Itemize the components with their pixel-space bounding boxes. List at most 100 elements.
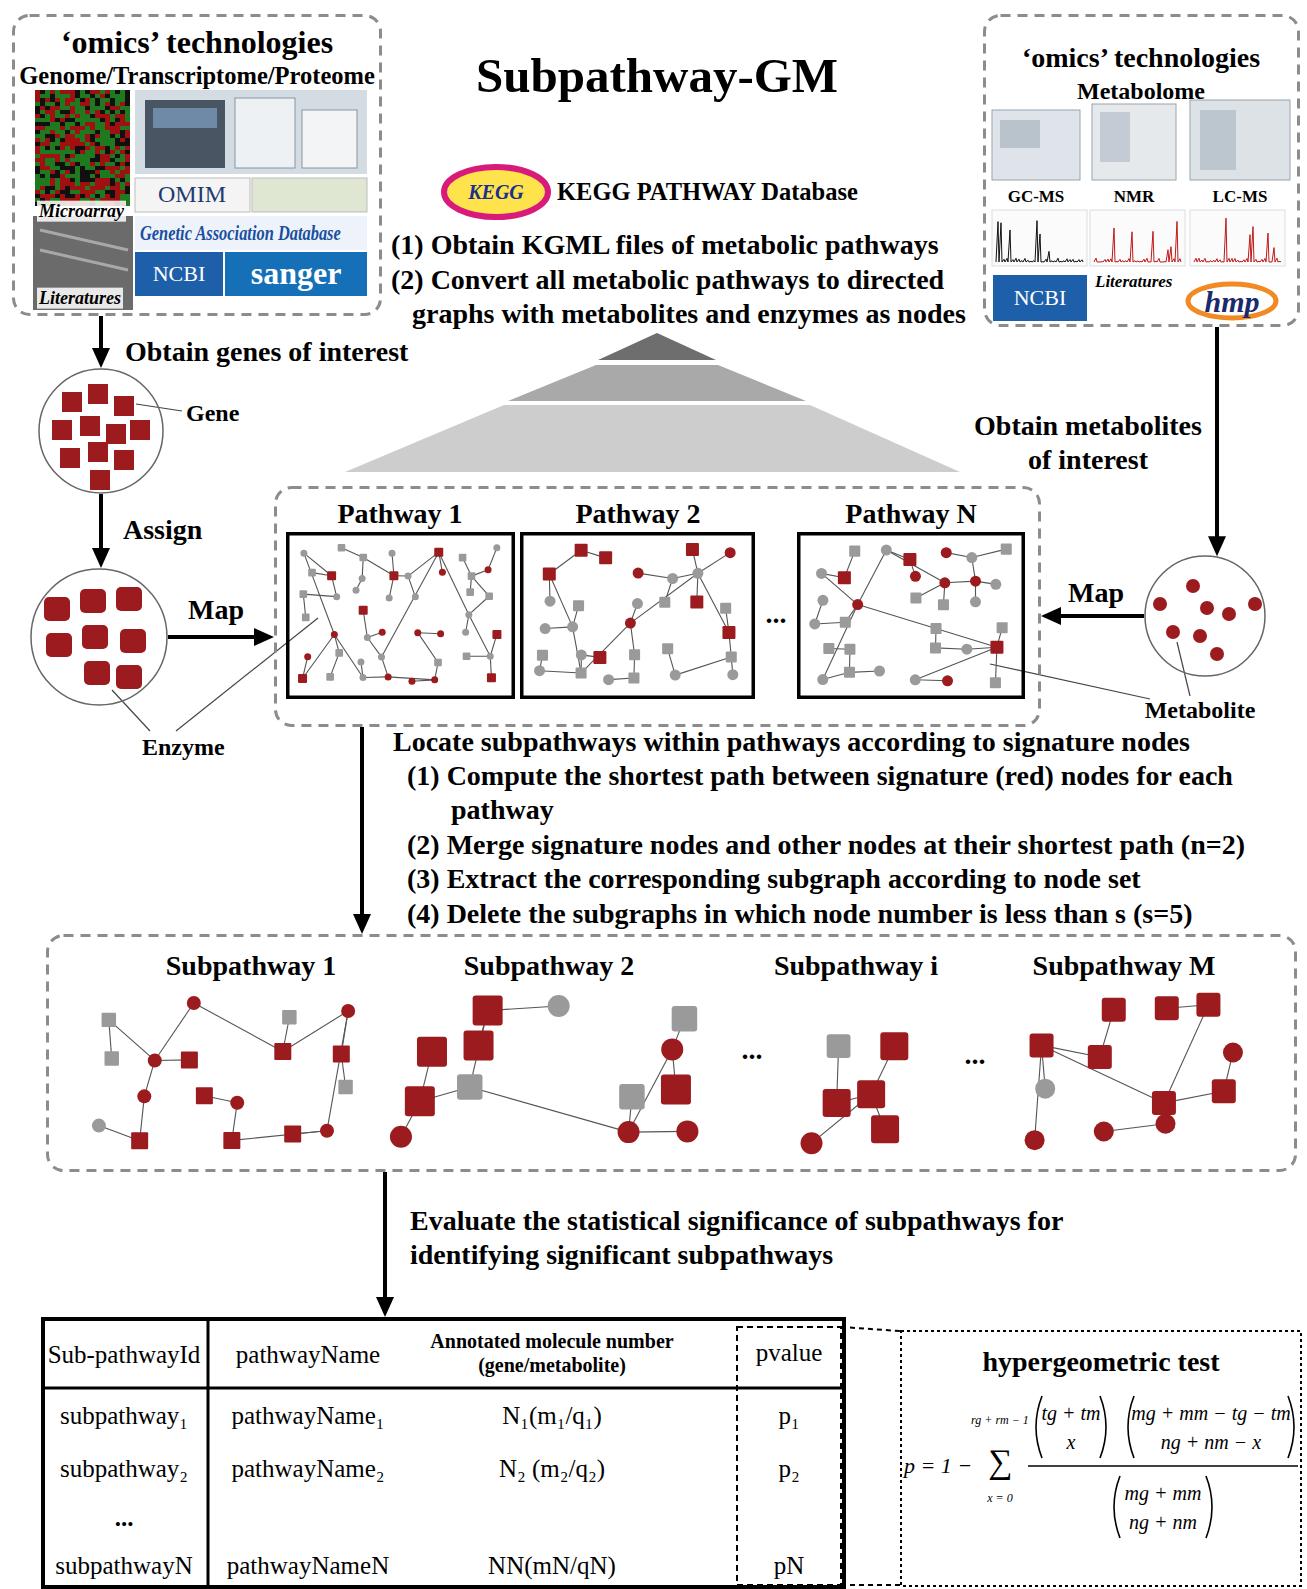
heatmap-cell <box>125 166 130 170</box>
heatmap-cell <box>60 142 65 146</box>
heatmap-cell <box>110 162 115 166</box>
enzyme-node <box>389 571 398 580</box>
heatmap-cell <box>90 146 95 150</box>
enzyme-square <box>80 589 106 613</box>
formula-text: p = 1 − <box>904 1453 972 1478</box>
heatmap-cell <box>75 102 80 106</box>
heatmap-cell <box>95 130 100 134</box>
heatmap-cell <box>95 122 100 126</box>
metabolite-node <box>692 568 703 579</box>
metabolite-node <box>990 579 1001 590</box>
enzyme-node <box>659 597 670 608</box>
graph-edge <box>469 615 490 657</box>
heatmap-cell <box>105 110 110 114</box>
heatmap-cell <box>105 114 110 118</box>
heatmap-cell <box>65 162 70 166</box>
enzyme-node <box>686 543 699 556</box>
dashed-panel <box>985 16 1299 326</box>
heatmap-cell <box>40 166 45 170</box>
enzyme-node <box>672 1006 698 1032</box>
heatmap-cell <box>110 114 115 118</box>
heatmap-cell <box>105 170 110 174</box>
heatmap-cell <box>95 98 100 102</box>
heatmap-cell <box>100 174 105 178</box>
heatmap-cell <box>65 110 70 114</box>
heatmap-cell <box>100 178 105 182</box>
heatmap-cell <box>100 158 105 162</box>
metabolite-node <box>300 550 307 557</box>
metabolite-node <box>970 576 981 587</box>
heatmap-cell <box>60 170 65 174</box>
heatmap-cell <box>45 122 50 126</box>
gene-square <box>106 424 126 444</box>
heatmap-cell <box>45 130 50 134</box>
heatmap-cell <box>100 122 105 126</box>
node-text: Literatures <box>1095 272 1172 292</box>
heatmap-cell <box>90 170 95 174</box>
table-cell: NN(mN/qN) <box>488 1552 616 1581</box>
heatmap-cell <box>80 158 85 162</box>
table-cell: pathwayNameN <box>227 1552 389 1581</box>
heatmap-cell <box>70 182 75 186</box>
heatmap-cell <box>110 186 115 190</box>
heatmap-cell <box>40 158 45 162</box>
instrument-part <box>1000 120 1040 148</box>
heatmap-cell <box>95 182 100 186</box>
set-circle <box>39 369 163 493</box>
heatmap-cell <box>85 98 90 102</box>
heatmap-cell <box>65 182 70 186</box>
enzyme-node <box>661 1075 691 1105</box>
enzyme-node <box>485 592 493 600</box>
heatmap-cell <box>75 110 80 114</box>
graph-edge <box>675 657 731 675</box>
heatmap-cell <box>45 158 50 162</box>
enzyme-node <box>575 544 588 557</box>
heatmap-cell <box>45 110 50 114</box>
enzyme-node <box>487 673 496 682</box>
heatmap-cell <box>90 130 95 134</box>
heatmap-cell <box>65 138 70 142</box>
heatmap-cell <box>70 186 75 190</box>
shape-group <box>92 996 355 1149</box>
heatmap-cell <box>120 174 125 178</box>
formula-text: tg + tm <box>1041 1402 1100 1425</box>
heatmap-cell <box>105 130 110 134</box>
heatmap-cell <box>45 190 50 194</box>
enzyme-square <box>84 661 110 685</box>
heatmap-cell <box>115 94 120 98</box>
heatmap-cell <box>75 182 80 186</box>
heatmap-cell <box>85 150 90 154</box>
enzyme-node <box>857 1080 885 1108</box>
heatmap-cell <box>120 170 125 174</box>
node-text: NCBI <box>1014 285 1067 310</box>
enzyme-node <box>1102 998 1126 1022</box>
heatmap-cell <box>70 98 75 102</box>
heatmap-cell <box>125 110 130 114</box>
metabolite-node <box>1035 1079 1055 1099</box>
graph-edge <box>858 605 997 648</box>
shape-group <box>901 1331 1301 1586</box>
heatmap-cell <box>90 98 95 102</box>
heatmap-cell <box>80 190 85 194</box>
enzyme-square <box>44 597 70 621</box>
heatmap-cell <box>95 134 100 138</box>
heatmap-cell <box>95 154 100 158</box>
pathway-frame <box>288 534 514 698</box>
pathway-panel: ...Pathway 1Pathway 2Pathway N <box>274 486 1041 727</box>
heatmap-cell <box>80 126 85 130</box>
heatmap-cell <box>40 154 45 158</box>
graph-edge <box>327 1011 348 1131</box>
heatmap-cell <box>45 170 50 174</box>
heatmap-cell <box>50 150 55 154</box>
pathway-box: Pathway N <box>797 532 1025 699</box>
heatmap-cell <box>105 98 110 102</box>
heatmap-cell <box>90 94 95 98</box>
heatmap-cell <box>75 146 80 150</box>
heatmap-cell <box>120 182 125 186</box>
heatmap-cell <box>65 166 70 170</box>
heatmap-cell <box>70 122 75 126</box>
heatmap-cell <box>110 146 115 150</box>
heatmap-cell <box>35 174 40 178</box>
heatmap-cell <box>85 126 90 130</box>
heatmap-cell <box>55 186 60 190</box>
